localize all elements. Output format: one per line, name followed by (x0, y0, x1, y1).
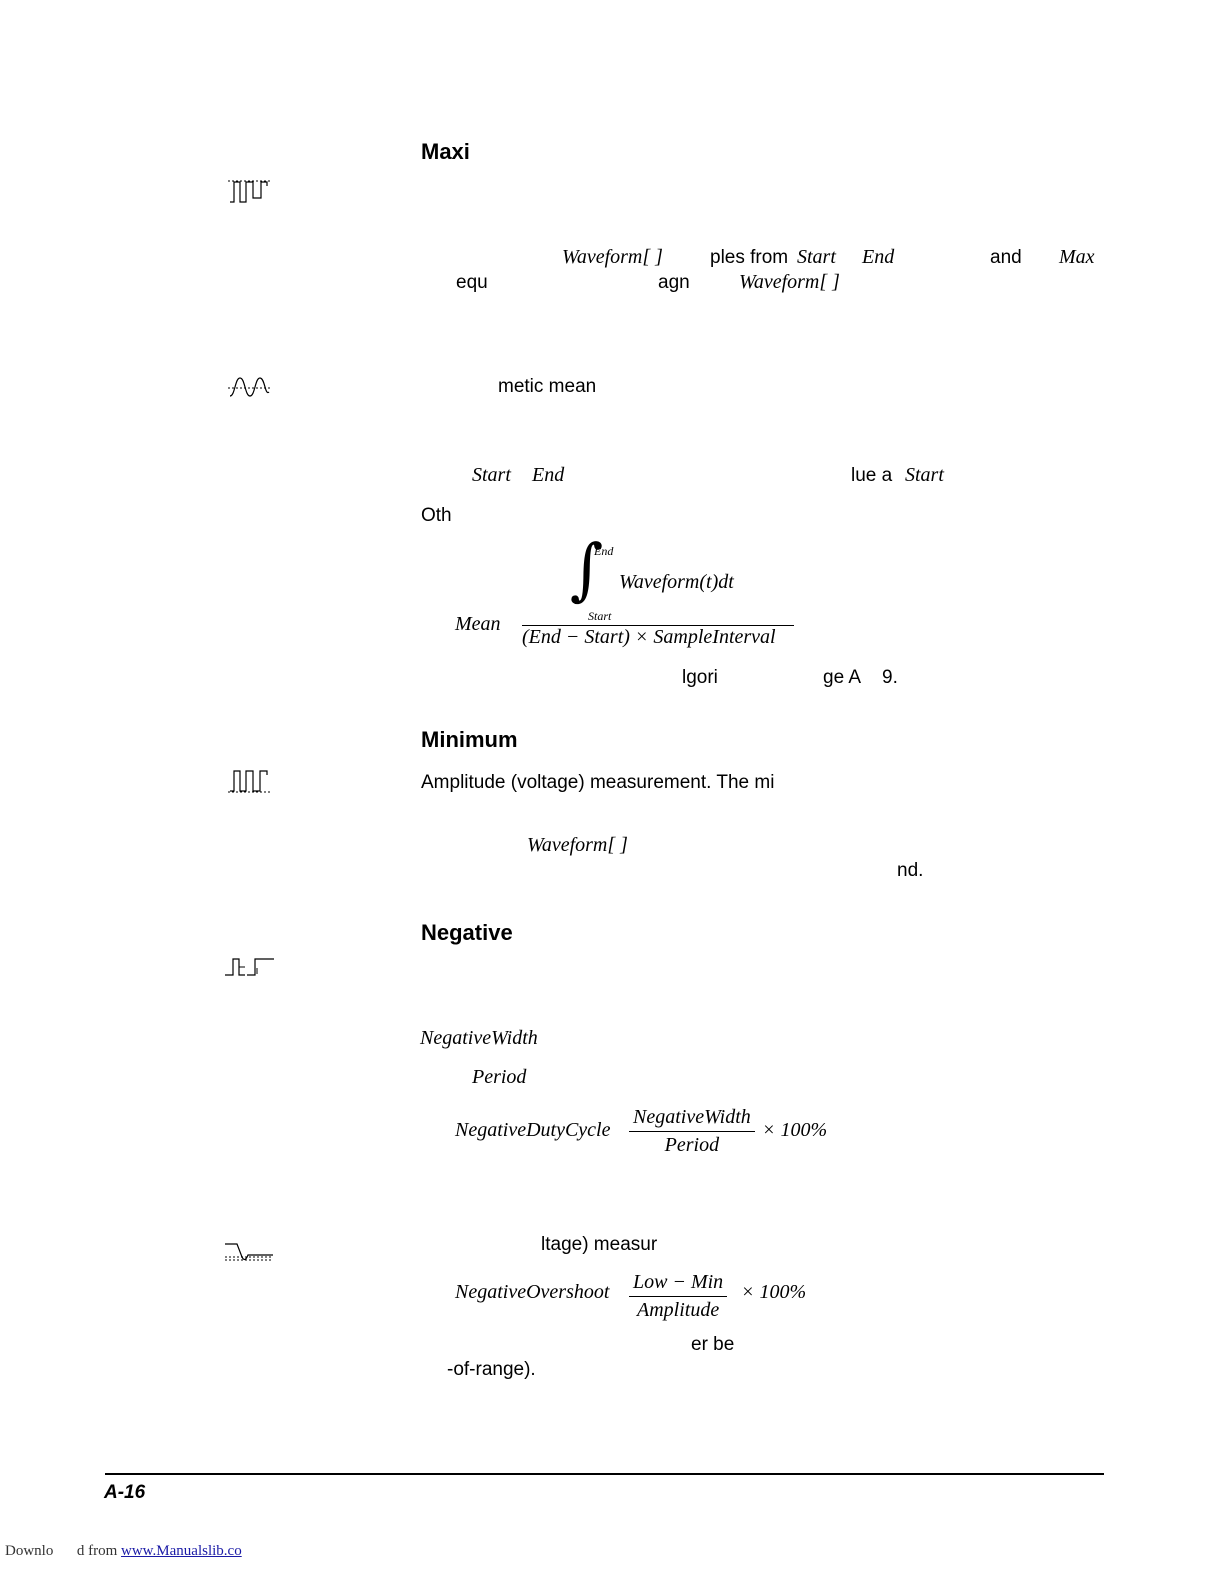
maximum-text-agn: agn (658, 272, 690, 293)
maximum-text-end: End (862, 246, 895, 268)
negative-duty-formula-bar (629, 1131, 755, 1132)
overshoot-text-er-be: er be (691, 1334, 735, 1355)
maximum-text-waveform-2: Waveform[ ] (739, 271, 840, 293)
negative-overshoot-icon (223, 1240, 275, 1262)
negative-duty-cycle-icon (223, 956, 275, 978)
mean-formula-lower-limit: Start (588, 609, 612, 623)
overshoot-formula-numerator: Low − Min (633, 1271, 724, 1293)
minimum-text-waveform: Waveform[ ] (527, 834, 628, 856)
negative-duty-formula-fraction: NegativeWidth Period (629, 1106, 755, 1157)
mean-text-line1: metic mean (498, 376, 597, 397)
negative-text-negativewidth: NegativeWidth (420, 1027, 538, 1049)
mean-formula-denominator: (End − Start) × SampleInterval (522, 626, 776, 648)
overshoot-formula-bar (629, 1296, 728, 1297)
overshoot-text-line1: ltage) measur (541, 1234, 658, 1255)
negative-duty-formula-lhs: NegativeDutyCycle (455, 1119, 611, 1141)
mean-text-lue-a: lue a (851, 465, 893, 486)
minimum-text-line1: Amplitude (voltage) measurement. The mi (421, 772, 775, 793)
overshoot-formula-denominator: Amplitude (636, 1299, 720, 1321)
maximum-text-and: and (990, 247, 1022, 268)
mean-text-oth: Oth (421, 505, 452, 526)
mean-formula-upper-limit: End (594, 544, 614, 558)
mean-text-9: 9. (882, 667, 898, 688)
overshoot-formula-suffix: × 100% (741, 1281, 807, 1303)
mean-formula-lhs: Mean (455, 613, 501, 635)
overshoot-text-of-range: -of-range). (447, 1359, 536, 1380)
maximum-heading: Maxi (421, 139, 470, 164)
mean-text-start: Start (472, 464, 511, 486)
maximum-text-start: Start (797, 246, 836, 268)
mean-text-ge-a: ge A (823, 667, 862, 688)
minimum-waveform-icon (227, 768, 273, 794)
maximum-text-ples-from: ples from (710, 247, 789, 268)
mean-text-lgori: lgori (682, 667, 718, 688)
overshoot-formula-fraction: Low − Min Amplitude (629, 1271, 728, 1322)
negative-text-period: Period (472, 1066, 527, 1088)
manualslib-link[interactable]: www.Manualslib.co (121, 1543, 242, 1559)
page-number: A-16 (104, 1482, 146, 1503)
footer-rule (105, 1473, 1104, 1475)
maximum-text-waveform: Waveform[ ] (562, 246, 663, 268)
download-mid: d from (76, 1543, 118, 1559)
maximum-text-max: Max (1059, 246, 1095, 268)
mean-text-end: End (532, 464, 565, 486)
mean-formula-integral-sign: ∫ (570, 531, 604, 609)
negative-duty-formula-denominator: Period (664, 1134, 720, 1156)
minimum-heading: Minimum (421, 727, 518, 752)
download-footer: Downlo d from www.Manualslib.co (5, 1543, 242, 1560)
overshoot-formula-lhs: NegativeOvershoot (455, 1281, 610, 1303)
negative-duty-formula-numerator: NegativeWidth (633, 1106, 751, 1128)
negative-duty-formula-suffix: × 100% (762, 1119, 828, 1141)
minimum-text-nd: nd. (897, 860, 924, 881)
maximum-text-equ: equ (456, 272, 488, 293)
mean-text-start-2: Start (905, 464, 944, 486)
mean-waveform-icon (227, 376, 273, 398)
mean-formula-fraction-bar (522, 625, 794, 626)
download-prefix: Downlo (5, 1543, 54, 1559)
maximum-waveform-icon (227, 178, 273, 204)
negative-heading: Negative (421, 920, 513, 945)
mean-formula-integrand: Waveform(t)dt (619, 571, 734, 593)
